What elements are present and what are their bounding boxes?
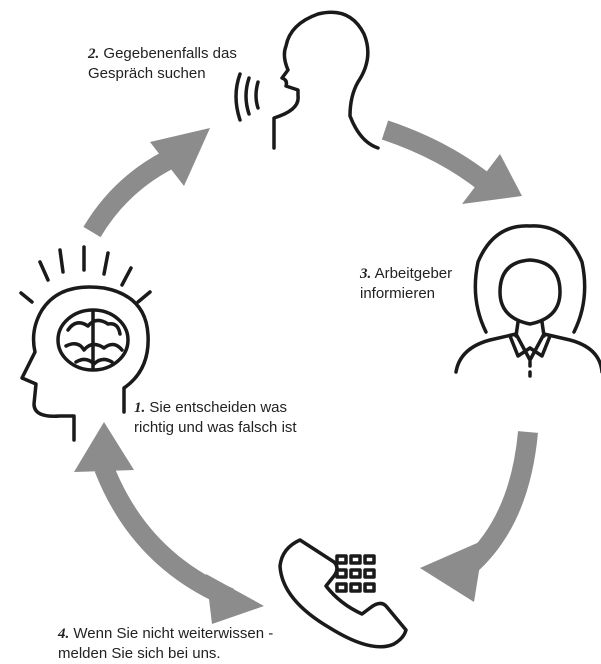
step-2-text-line-1: Gegebenenfalls das xyxy=(103,45,237,62)
arrow-2-to-3 xyxy=(381,120,522,204)
brain-head-icon xyxy=(19,245,152,442)
step-2-text-line-2: Gespräch suchen xyxy=(88,65,206,82)
step-3-label: 3. Arbeitgeber informieren xyxy=(360,264,452,303)
step-3-text-line-1: Arbeitgeber xyxy=(374,265,453,282)
step-1-label: 1. Sie entscheiden was richtig und was f… xyxy=(134,398,297,437)
step-4-text-line-2: melden Sie sich bei uns. xyxy=(58,645,221,662)
speaking-head-icon xyxy=(234,10,380,150)
arrow-3-to-4 xyxy=(420,431,538,602)
step-4-label: 4. Wenn Sie nicht weiterwissen - melden … xyxy=(58,624,273,663)
step-3-number: 3. xyxy=(360,266,372,282)
step-3-text-line-2: informieren xyxy=(360,285,436,302)
woman-employer-icon xyxy=(454,224,601,378)
arrow-1-to-2 xyxy=(83,128,210,238)
step-2-label: 2. Gegebenenfalls das Gespräch suchen xyxy=(88,44,237,83)
telephone-icon xyxy=(278,538,408,649)
step-4-text-line-1: Wenn Sie nicht weiterwissen - xyxy=(73,625,274,642)
step-1-number: 1. xyxy=(134,400,146,416)
step-1-text-line-1: Sie entscheiden was xyxy=(149,399,288,416)
arrow-4-to-1 xyxy=(74,422,264,624)
step-2-number: 2. xyxy=(88,46,100,62)
step-1-text-line-2: richtig und was falsch ist xyxy=(134,419,297,436)
step-4-number: 4. xyxy=(58,626,70,642)
